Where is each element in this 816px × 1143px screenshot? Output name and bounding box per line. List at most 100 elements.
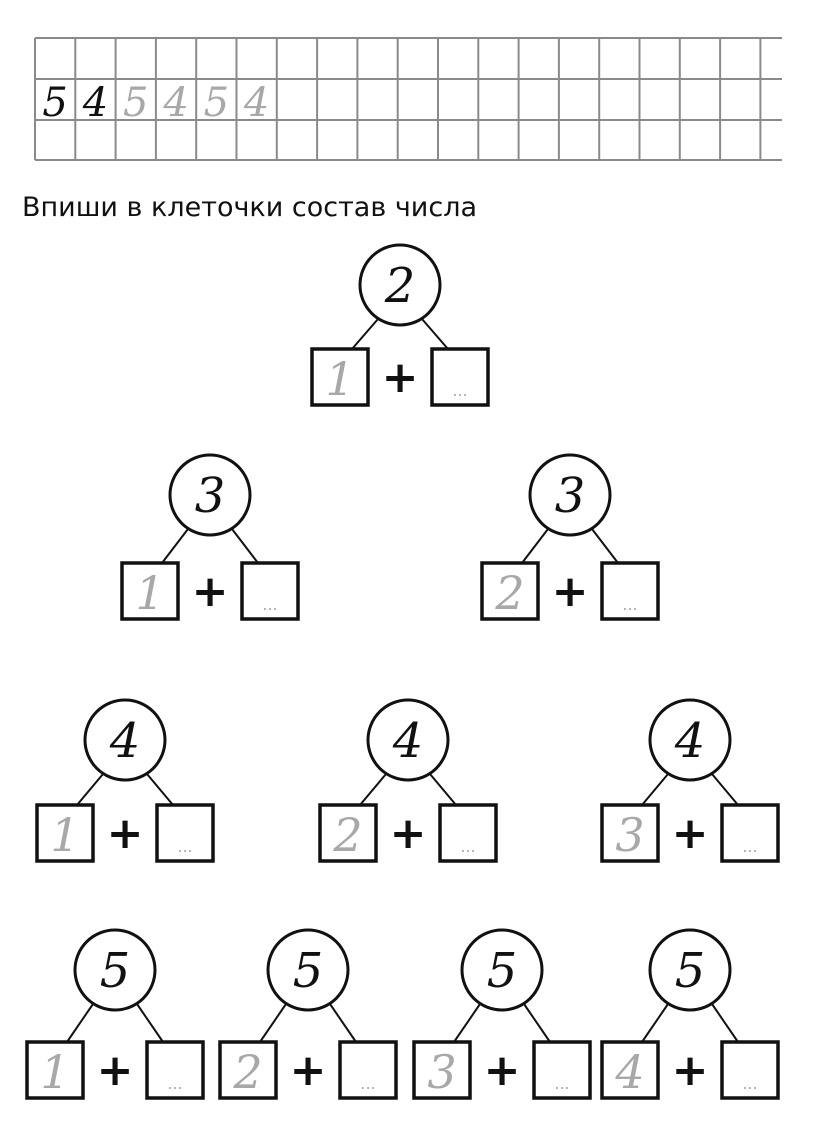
total-circle: [528, 453, 612, 537]
total-circle: [73, 928, 157, 1012]
left-addend-number: 4: [614, 1045, 644, 1099]
left-addend-box: [318, 803, 378, 863]
branch-left: [161, 528, 189, 564]
right-addend-box: [532, 1040, 592, 1100]
composition-tree-5-4: 54 +...: [600, 928, 780, 1100]
total-number: 4: [674, 713, 706, 769]
composition-tree-4-2: 42 +...: [318, 698, 498, 863]
left-addend-number: 1: [325, 352, 354, 406]
branch-left: [641, 1003, 669, 1043]
left-addend-box: [25, 1040, 85, 1100]
total-circle: [358, 243, 442, 327]
branch-left: [453, 1003, 481, 1043]
total-number: 5: [487, 943, 518, 999]
left-addend-number: 3: [615, 808, 644, 862]
number-composition-exercises: 21+...31+...32+...41+...42+...43+...51+.…: [25, 243, 780, 1100]
total-number: 3: [555, 468, 586, 524]
branch-right: [136, 1003, 164, 1043]
left-addend-box: [600, 803, 660, 863]
blank-hint: ...: [742, 1074, 757, 1093]
branch-right: [146, 773, 174, 806]
left-addend-box: [310, 347, 370, 407]
total-number: 5: [293, 943, 324, 999]
plus-sign: +: [192, 566, 229, 617]
left-addend-number: 1: [40, 1045, 69, 1099]
total-circle: [648, 928, 732, 1012]
total-circle: [168, 453, 252, 537]
total-circle: [83, 698, 167, 782]
total-number: 5: [100, 943, 131, 999]
branch-right: [429, 773, 457, 806]
practice-grid: [34, 37, 782, 161]
blank-hint: ...: [177, 837, 192, 856]
composition-tree-2-1: 21+...: [310, 243, 490, 407]
total-number: 5: [675, 943, 706, 999]
plus-sign: +: [672, 808, 709, 859]
copy-digit: 5: [204, 80, 229, 126]
copy-digit: 4: [82, 80, 108, 126]
total-number: 4: [109, 713, 141, 769]
left-addend-box: [412, 1040, 472, 1100]
copy-digit: 5: [123, 80, 148, 126]
total-circle: [460, 928, 544, 1012]
blank-hint: ...: [742, 837, 757, 856]
right-addend-box: [240, 561, 300, 621]
blank-hint: ...: [622, 595, 637, 614]
branch-right: [711, 1003, 739, 1043]
plus-sign: +: [382, 352, 419, 403]
left-addend-number: 2: [232, 1045, 262, 1099]
total-circle: [648, 698, 732, 782]
plus-sign: +: [672, 1045, 709, 1096]
branch-right: [231, 528, 259, 564]
composition-tree-5-1: 51 +...: [25, 928, 205, 1100]
copy-digit: 4: [162, 80, 188, 126]
branch-right: [523, 1003, 551, 1043]
plus-sign: +: [290, 1045, 327, 1096]
plus-sign: +: [390, 808, 427, 859]
blank-hint: ...: [262, 595, 277, 614]
right-addend-box: [720, 803, 780, 863]
blank-hint: ...: [360, 1074, 375, 1093]
right-addend-box: [438, 803, 498, 863]
right-addend-box: [430, 347, 490, 407]
blank-hint: ...: [167, 1074, 182, 1093]
composition-tree-3-2: 32 +...: [480, 453, 660, 621]
total-number: 4: [392, 713, 424, 769]
plus-sign: +: [97, 1045, 134, 1096]
instruction-text: Впиши в клеточки состав числа: [22, 192, 477, 223]
blank-hint: ...: [554, 1074, 569, 1093]
left-addend-number: 2: [332, 808, 362, 862]
left-addend-box: [120, 561, 180, 621]
branch-left: [359, 773, 387, 806]
branch-right: [591, 528, 619, 564]
composition-tree-5-2: 52 +...: [218, 928, 398, 1100]
branch-right: [329, 1003, 357, 1043]
branch-left: [259, 1003, 287, 1043]
plus-sign: +: [107, 808, 144, 859]
blank-hint: ...: [460, 837, 475, 856]
right-addend-box: [600, 561, 660, 621]
branch-right: [711, 773, 739, 806]
right-addend-box: [145, 1040, 205, 1100]
total-circle: [266, 928, 350, 1012]
branch-right: [421, 318, 449, 350]
branch-left: [66, 1003, 94, 1043]
composition-tree-5-3: 53+...: [412, 928, 592, 1100]
branch-left: [351, 318, 379, 350]
left-addend-number: 2: [494, 566, 524, 620]
right-addend-box: [720, 1040, 780, 1100]
copy-digit: 5: [42, 80, 67, 126]
left-addend-number: 1: [50, 808, 79, 862]
left-addend-number: 3: [427, 1045, 456, 1099]
composition-tree-4-1: 41 +...: [35, 698, 215, 863]
left-addend-box: [218, 1040, 278, 1100]
composition-tree-3-1: 31 +...: [120, 453, 300, 621]
total-circle: [366, 698, 450, 782]
branch-left: [641, 773, 669, 806]
plus-sign: +: [552, 566, 589, 617]
left-addend-number: 1: [135, 566, 164, 620]
total-number: 3: [195, 468, 226, 524]
left-addend-box: [480, 561, 540, 621]
